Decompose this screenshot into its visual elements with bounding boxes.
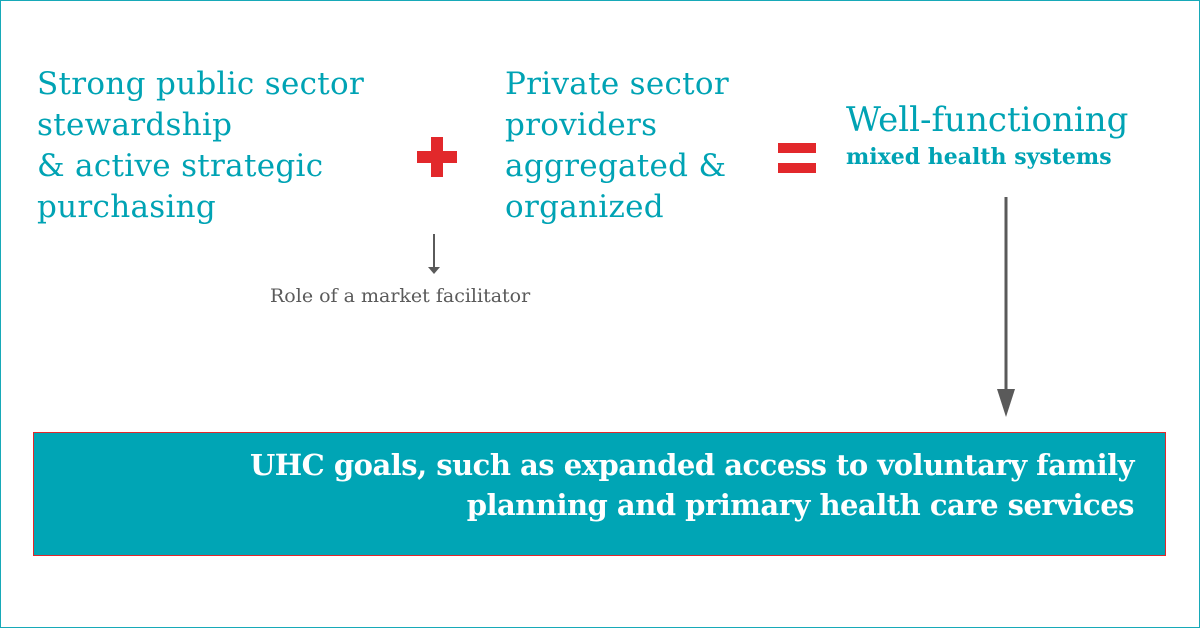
text-line: & active strategic xyxy=(37,148,324,184)
result-subtitle: mixed health systems xyxy=(846,144,1112,170)
private-sector-block: Private sector providers aggregated & or… xyxy=(505,64,729,228)
arrow-down-icon xyxy=(428,234,440,274)
arrow-down-icon xyxy=(997,197,1015,417)
text-line: purchasing xyxy=(37,189,217,225)
text-line: UHC goals, such as expanded access to vo… xyxy=(249,448,1135,482)
equals-icon xyxy=(778,143,816,173)
text-line: providers xyxy=(505,107,658,143)
text-line: planning and primary health care service… xyxy=(466,488,1135,522)
text-line: aggregated & xyxy=(505,148,727,184)
uhc-goals-box: UHC goals, such as expanded access to vo… xyxy=(33,432,1166,556)
result-title: Well-functioning xyxy=(846,100,1129,140)
plus-icon xyxy=(417,137,457,177)
text-line: Private sector xyxy=(505,66,730,102)
facilitator-label: Role of a market facilitator xyxy=(270,285,531,307)
public-sector-block: Strong public sector stewardship & activ… xyxy=(37,64,364,228)
text-line: stewardship xyxy=(37,107,233,143)
text-line: organized xyxy=(505,189,664,225)
text-line: Strong public sector xyxy=(37,66,365,102)
